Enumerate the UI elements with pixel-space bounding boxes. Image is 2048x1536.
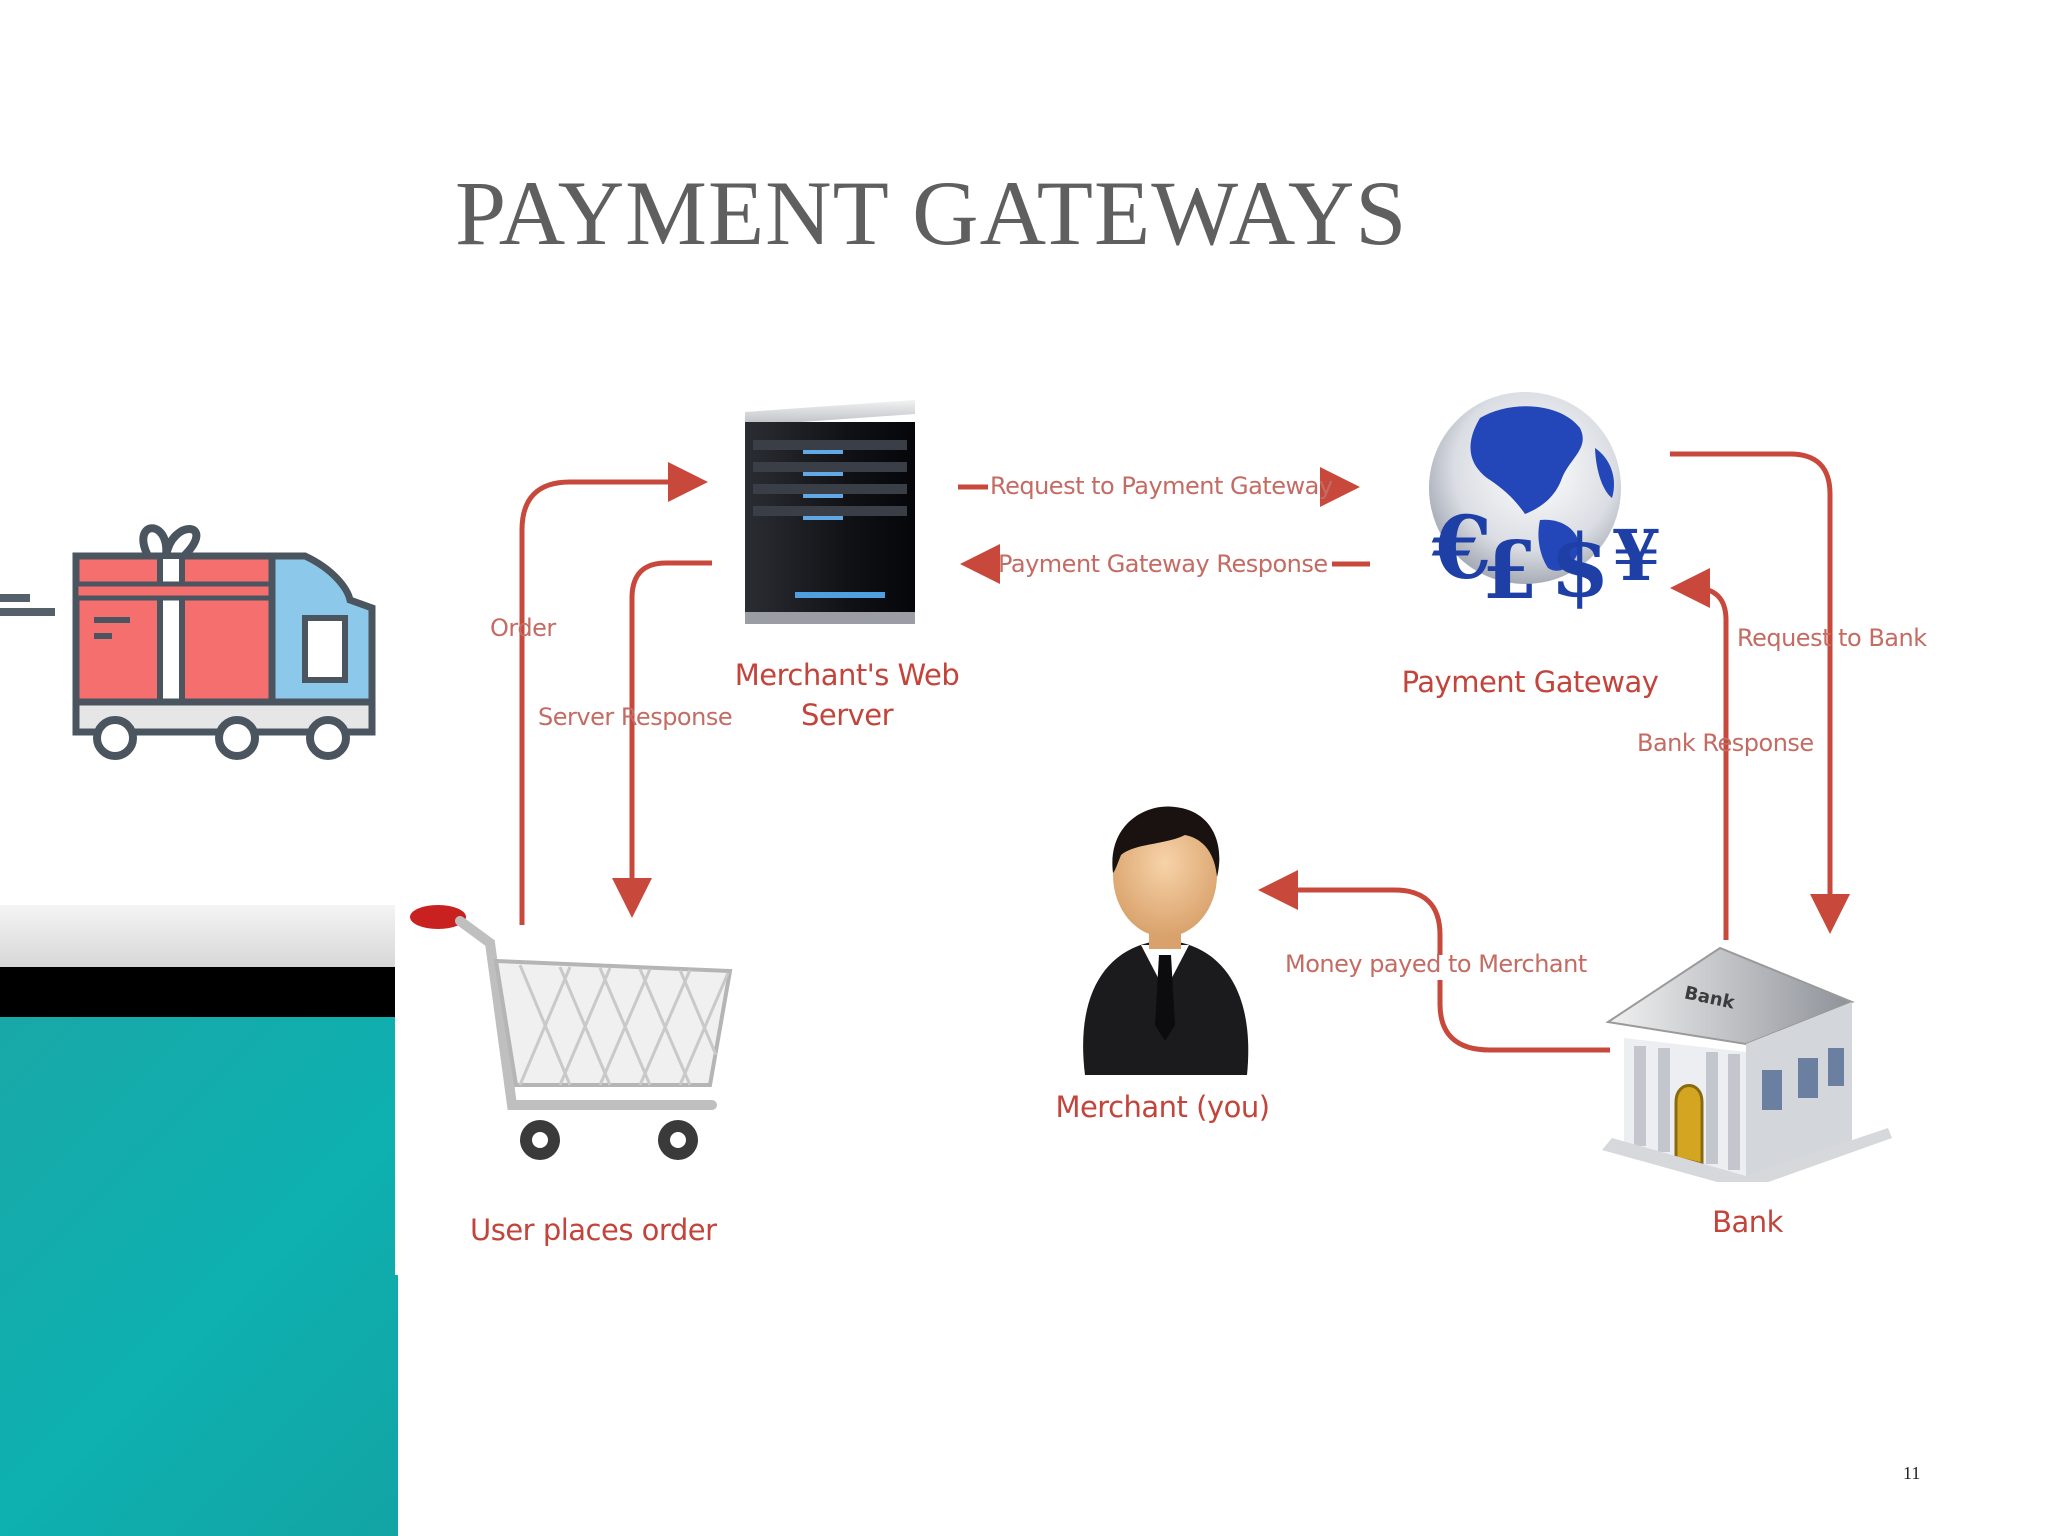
user-places-order-label: User places order <box>470 1213 717 1247</box>
order-label: Order <box>490 614 556 642</box>
request-to-bank-label: Request to Bank <box>1737 624 1927 652</box>
request-to-gateway-label: Request to Payment Gateway <box>990 472 1333 500</box>
decorative-teal-panel <box>0 1017 398 1536</box>
slide-title: PAYMENT GATEWAYS <box>455 162 1408 264</box>
server-icon <box>745 400 915 624</box>
server-response-arrow <box>612 560 712 918</box>
merchant-web-server-label-line1: Merchant's Web <box>734 658 960 692</box>
businessman-icon <box>1083 806 1249 1075</box>
request-to-bank-arrow <box>1670 451 1850 934</box>
merchant-web-server-label-line2: Server <box>800 698 894 732</box>
merchant-web-server-label: Merchant's Web Server <box>732 655 962 735</box>
decorative-band-dark <box>0 967 395 1017</box>
svg-text:£: £ <box>1482 523 1538 617</box>
server-response-label: Server Response <box>538 703 733 731</box>
order-arrow <box>519 462 708 925</box>
bank-label: Bank <box>1712 1205 1783 1239</box>
delivery-truck-icon <box>0 524 376 760</box>
payment-gateway-label: Payment Gateway <box>1401 665 1659 699</box>
money-to-merchant-label: Money payed to Merchant <box>1285 950 1587 978</box>
bank-response-arrow <box>1670 568 1729 940</box>
svg-text:$: $ <box>1550 516 1610 617</box>
page-number: 11 <box>1903 1463 1921 1483</box>
globe-currency-icon: € £ $ ¥ <box>1429 392 1660 617</box>
bank-building-icon: Bank <box>1602 946 1892 1182</box>
gateway-response-label: Payment Gateway Response <box>998 550 1328 578</box>
shopping-cart-icon <box>410 905 733 1160</box>
merchant-label: Merchant (you) <box>1055 1090 1270 1124</box>
svg-text:¥: ¥ <box>1612 514 1660 597</box>
decorative-band-light <box>0 905 395 967</box>
svg-text:€: € <box>1431 498 1492 599</box>
money-to-merchant-arrow <box>1268 890 1610 1053</box>
bank-response-label: Bank Response <box>1637 729 1814 757</box>
